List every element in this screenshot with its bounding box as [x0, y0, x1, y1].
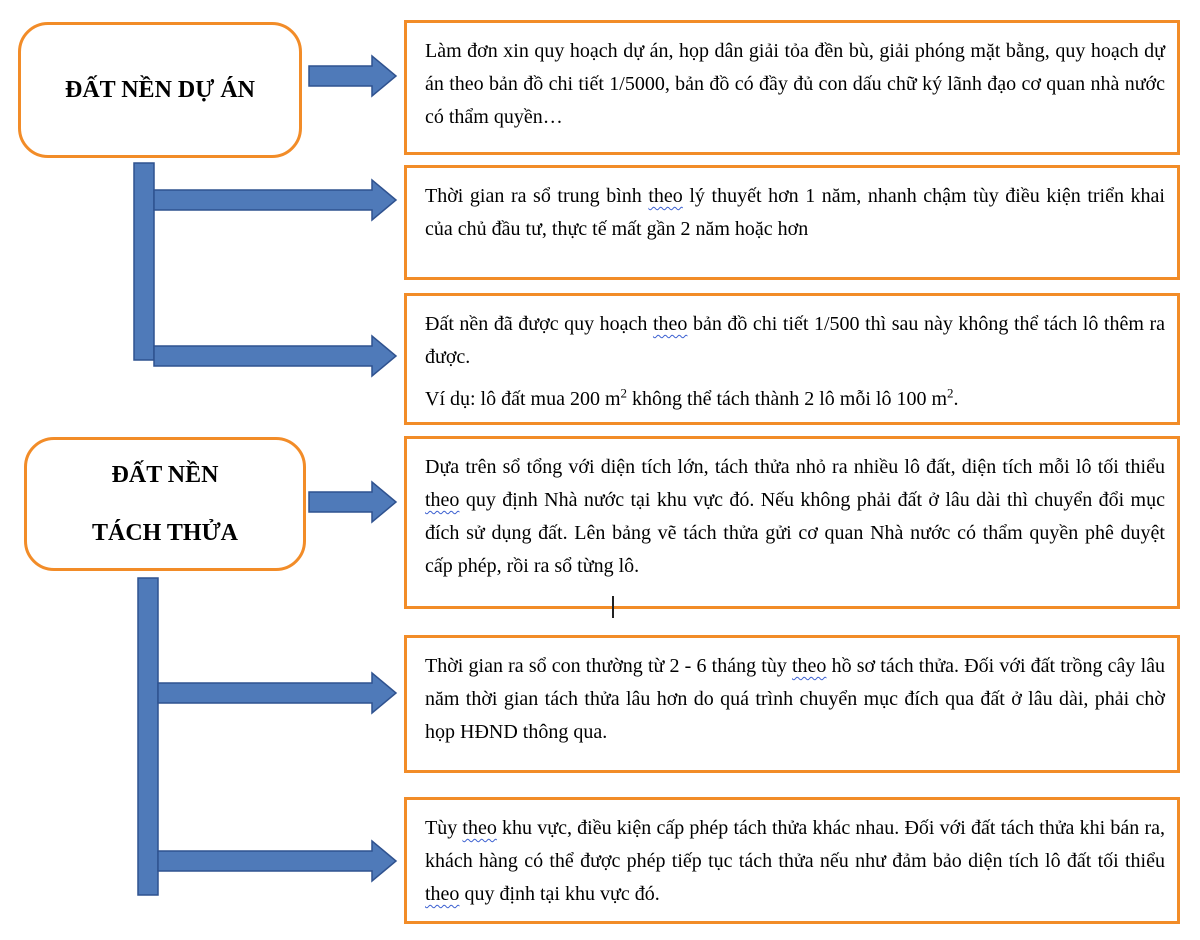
superscript: 2: [620, 385, 628, 401]
text-run: Ví dụ: lô đất mua 200 m: [425, 388, 621, 410]
paragraph: Tùy theo khu vực, điều kiện cấp phép tác…: [425, 812, 1165, 911]
text-run: .: [953, 388, 959, 410]
label-box-dat-nen-tach-thua: ĐẤT NỀN TÁCH THỬA: [24, 437, 306, 571]
spellcheck-flagged-word: theo: [462, 817, 497, 839]
text-box-1-3: Đất nền đã được quy hoạch theo bản đồ ch…: [404, 293, 1180, 425]
spellcheck-flagged-word: theo: [425, 883, 460, 905]
text-run: Đất nền đã được quy hoạch: [425, 313, 653, 335]
text-run: lý thuyết hơn 1 năm, nhanh chậm tùy điều…: [425, 185, 1165, 240]
arrow-2-3: [157, 839, 398, 883]
paragraph: Đất nền đã được quy hoạch theo bản đồ ch…: [425, 308, 1165, 374]
arrow-1-2: [153, 178, 398, 222]
arrow-1-3: [153, 334, 398, 378]
paragraph: Làm đơn xin quy hoạch dự án, họp dân giả…: [425, 35, 1165, 134]
label-box-dat-nen-du-an: ĐẤT NỀN DỰ ÁN: [18, 22, 302, 158]
text-run: Thời gian ra sổ con thường từ 2 - 6 thán…: [425, 655, 792, 677]
superscript: 2: [947, 385, 954, 401]
label-line: ĐẤT NỀN: [111, 462, 219, 488]
text-run: Làm đơn xin quy hoạch dự án, họp dân giả…: [425, 40, 1165, 128]
paragraph: Ví dụ: lô đất mua 200 m2 không thể tách …: [425, 383, 1165, 416]
spellcheck-flagged-word: theo: [425, 489, 460, 511]
paragraph: Thời gian ra sổ trung bình theo lý thuyế…: [425, 180, 1165, 246]
spellcheck-flagged-word: theo: [648, 185, 683, 207]
text-run: bản đồ chi tiết 1/500 thì sau này không …: [425, 313, 1165, 368]
arrow-2-2: [157, 671, 398, 715]
text-run: Tùy: [425, 817, 463, 839]
text-cursor: [612, 596, 614, 618]
text-run: hồ sơ tách thửa. Đối với đất trồng cây l…: [425, 655, 1166, 743]
text-box-2-3: Tùy theo khu vực, điều kiện cấp phép tác…: [404, 797, 1180, 924]
text-run: quy định Nhà nước tại khu vực đó. Nếu kh…: [425, 489, 1165, 577]
label-line: TÁCH THỬA: [91, 520, 238, 546]
text-run: quy định tại khu vực đó.: [459, 883, 660, 905]
connector-trunk-1: [133, 162, 155, 361]
text-box-1-2: Thời gian ra sổ trung bình theo lý thuyế…: [404, 165, 1180, 280]
text-box-2-2: Thời gian ra sổ con thường từ 2 - 6 thán…: [404, 635, 1180, 773]
spellcheck-flagged-word: theo: [792, 655, 827, 677]
text-run: Thời gian ra sổ trung bình: [425, 185, 649, 207]
arrow-1-1: [308, 54, 398, 98]
arrow-2-1: [308, 480, 398, 524]
paragraph: Dựa trên sổ tổng với diện tích lớn, tách…: [425, 451, 1165, 583]
text-run: không thể tách thành 2 lô mỗi lô 100 m: [627, 388, 948, 410]
connector-trunk-2: [137, 577, 159, 896]
paragraph: Thời gian ra sổ con thường từ 2 - 6 thán…: [425, 650, 1165, 749]
text-box-2-1: Dựa trên sổ tổng với diện tích lớn, tách…: [404, 436, 1180, 609]
text-box-1-1: Làm đơn xin quy hoạch dự án, họp dân giả…: [404, 20, 1180, 155]
text-run: Dựa trên sổ tổng với diện tích lớn, tách…: [425, 456, 1165, 478]
text-run: khu vực, điều kiện cấp phép tách thửa kh…: [425, 817, 1165, 872]
spellcheck-flagged-word: theo: [652, 313, 688, 335]
label-line: ĐẤT NỀN DỰ ÁN: [64, 77, 255, 103]
